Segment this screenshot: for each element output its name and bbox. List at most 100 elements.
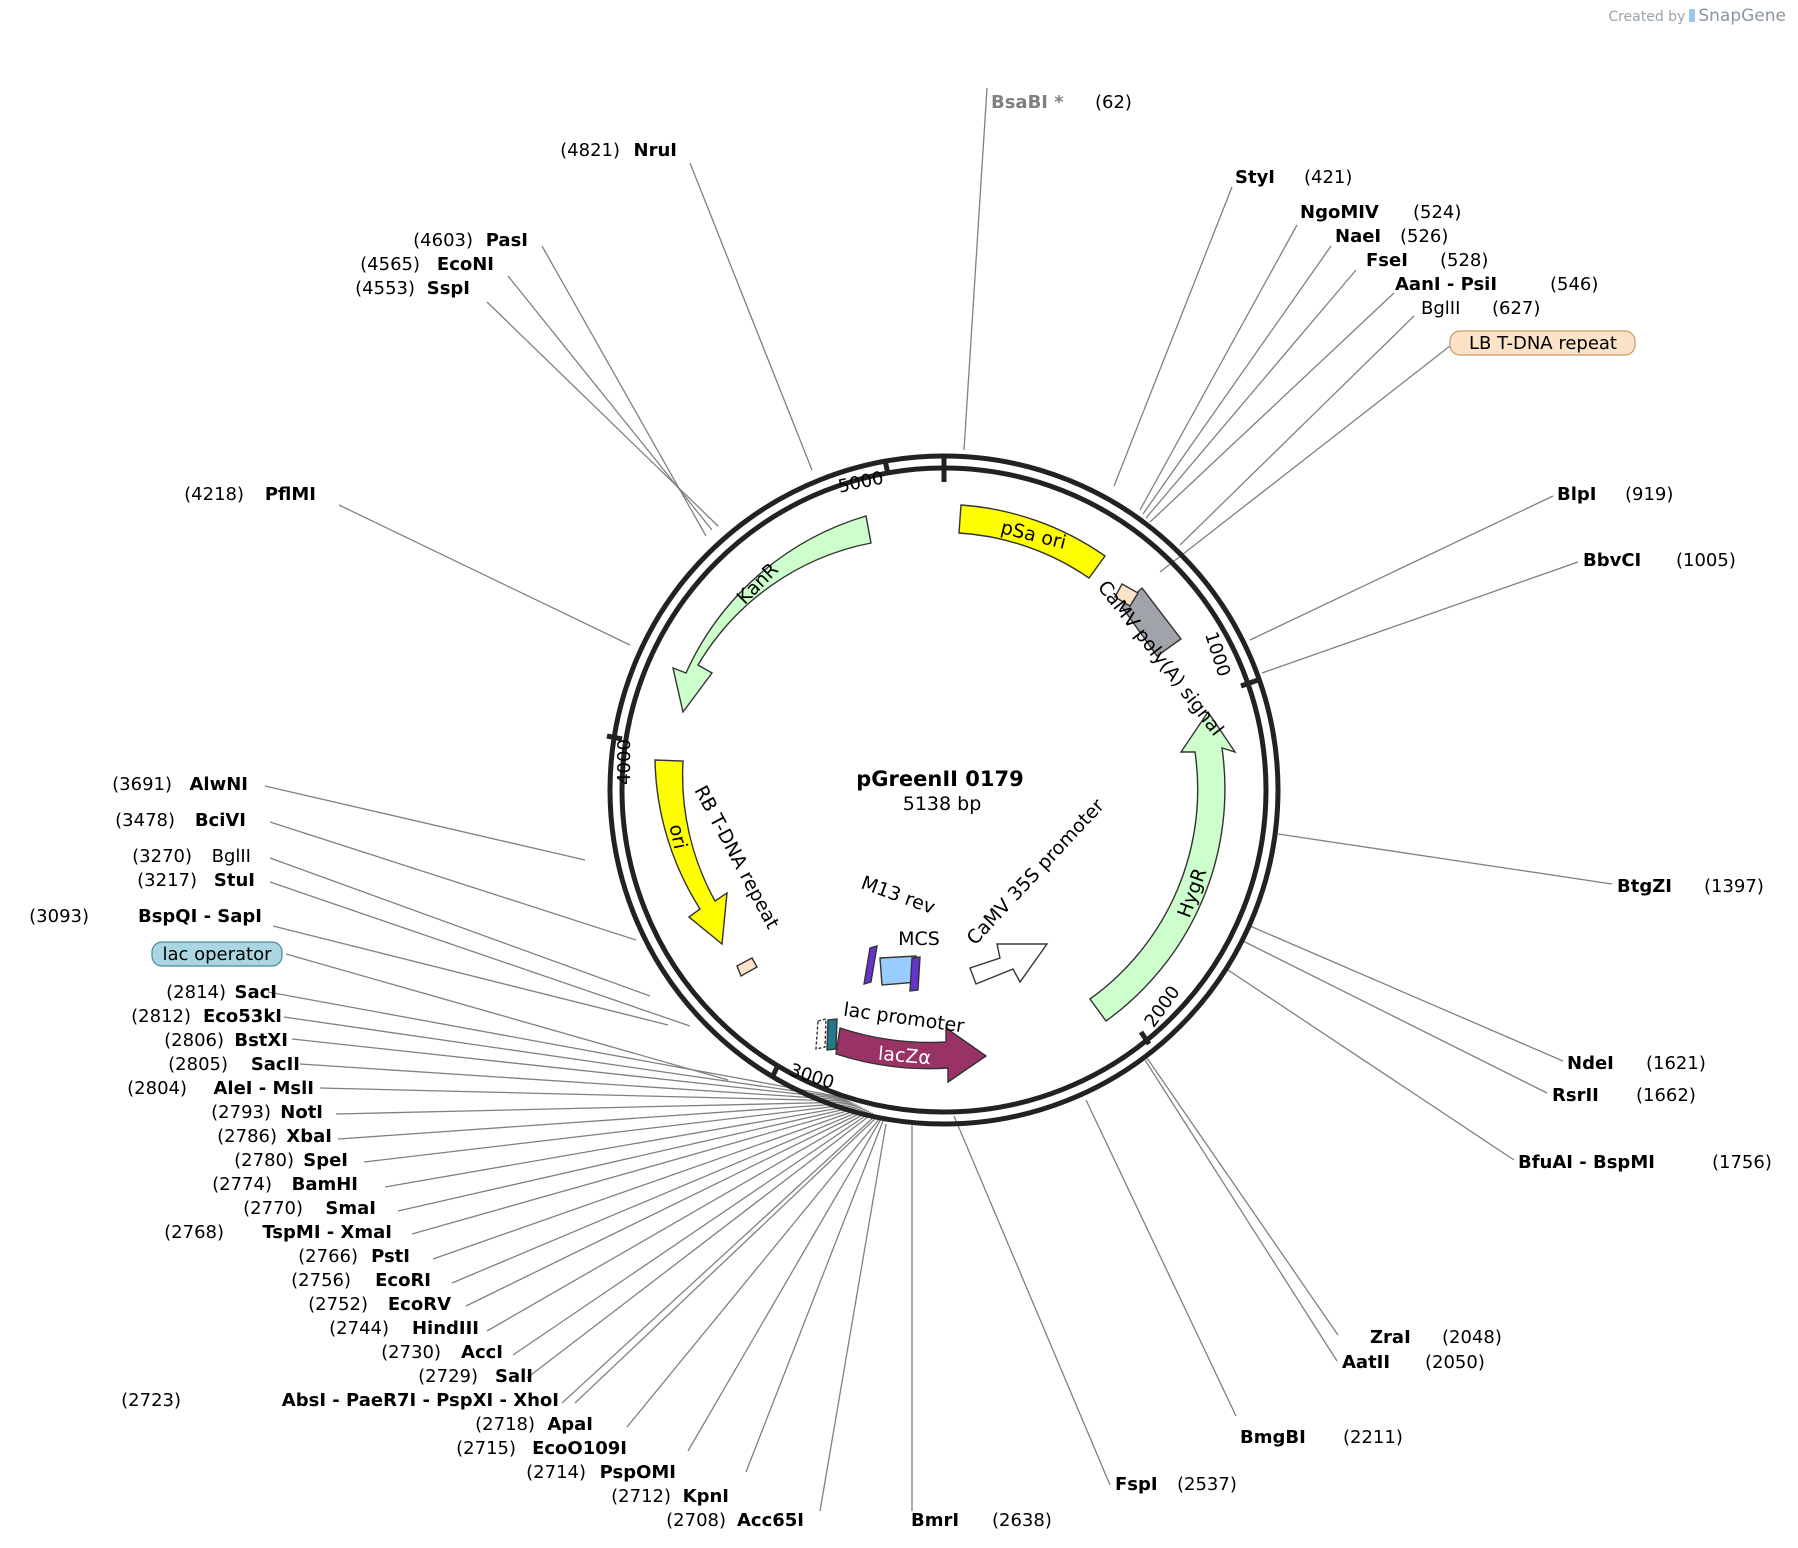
site-name: NotI	[280, 1102, 323, 1123]
site-label: BciVI(3478)	[115, 810, 246, 831]
leader-line	[1146, 1057, 1339, 1336]
site-position: (2048)	[1442, 1327, 1502, 1348]
leader-line	[291, 1038, 846, 1100]
site-position: (2786)	[217, 1126, 277, 1147]
site-name: EcoO109I	[532, 1438, 627, 1459]
site-position: (4553)	[355, 278, 415, 299]
site-label: AbsI - PaeR7I - PspXI - XhoI(2723)	[121, 1390, 559, 1411]
site-name: XbaI	[286, 1126, 332, 1147]
site-label: StyI(421)	[1235, 167, 1352, 188]
leader-line	[299, 1063, 848, 1101]
site-name: TspMI - XmaI	[262, 1222, 392, 1243]
site-name: SpeI	[303, 1150, 348, 1171]
site-name: NaeI	[1335, 226, 1381, 247]
feature-label-camv-35s: CaMV 35S promoter	[963, 795, 1109, 950]
leader-line	[689, 162, 813, 471]
site-label-lb-tdna-repeat: LB T-DNA repeat	[1449, 330, 1636, 356]
snapgene-product-name: SnapGene	[1698, 6, 1786, 26]
site-label: Eco53kI(2812)	[131, 1006, 282, 1027]
tick-4000-mark	[606, 733, 623, 742]
site-name: PflMI	[265, 484, 316, 505]
feature-label-ori: ori	[665, 822, 692, 851]
site-label: SacII(2805)	[168, 1054, 300, 1075]
site-label: EcoO109I (2715)	[456, 1438, 627, 1459]
feature-m13-fwd	[909, 956, 921, 992]
plasmid-backbone	[606, 453, 1281, 1127]
site-label: ZraI(2048)	[1370, 1327, 1502, 1348]
site-position: (3691)	[112, 774, 172, 795]
site-position: (526)	[1400, 226, 1448, 247]
leader-line	[285, 953, 729, 1081]
leader-line	[335, 1101, 852, 1115]
feature-lb-tdna-repeat	[1114, 583, 1139, 607]
site-position: (2211)	[1343, 1427, 1403, 1448]
leader-line	[384, 1104, 858, 1188]
feature-psa-ori	[958, 504, 1106, 579]
tick-1000-mark	[1240, 677, 1259, 689]
leader-line	[269, 821, 637, 941]
site-feature-name: LB T-DNA repeat	[1469, 333, 1617, 354]
site-position: (546)	[1550, 274, 1598, 295]
site-label: BspQI - SapI(3093)	[29, 906, 262, 927]
site-label: PspOMI(2714)	[526, 1462, 676, 1483]
leader-line	[1261, 561, 1579, 674]
feature-rb-tdna-repeat	[736, 957, 758, 978]
site-label: BstXI(2806)	[164, 1030, 288, 1051]
leader-line	[486, 301, 719, 527]
site-name: EcoRV	[388, 1294, 451, 1315]
site-label: BglII(627)	[1421, 298, 1540, 319]
site-label: EcoNI(4565)	[360, 254, 494, 275]
leader-line	[267, 991, 842, 1098]
leader-line	[963, 87, 988, 451]
plasmid-center: pGreenII 0179 5138 bp	[856, 767, 1023, 815]
feature-lac-promoter	[815, 1018, 827, 1050]
site-name: HindIII	[412, 1318, 479, 1339]
leader-line	[432, 1107, 864, 1260]
site-name: BmrI	[911, 1510, 959, 1531]
site-position: (2814)	[166, 982, 226, 1003]
site-label: TspMI - XmaI (2768)	[164, 1222, 392, 1243]
site-position: (2744)	[329, 1318, 389, 1339]
site-labels: BsaBI *(62) StyI(421) NgoMIV(524) NaeI(5…	[29, 92, 1772, 1531]
leader-line	[745, 1120, 884, 1473]
site-label: StuI(3217)	[137, 870, 255, 891]
site-position: (2768)	[164, 1222, 224, 1243]
site-name: NdeI	[1567, 1053, 1614, 1074]
feature-m13-rev	[863, 945, 878, 985]
site-label: HindIII (2744)	[329, 1318, 479, 1339]
site-position: (1756)	[1712, 1152, 1772, 1173]
site-name: BsaBI *	[991, 92, 1064, 113]
site-label: BlpI(919)	[1557, 484, 1673, 505]
site-name: BbvCI	[1583, 550, 1641, 571]
leader-line	[272, 925, 669, 1026]
site-label: BsaBI *(62)	[991, 92, 1132, 113]
site-label: FspI(2537)	[1115, 1474, 1237, 1495]
feature-ori	[654, 759, 728, 946]
leader-line	[626, 1117, 881, 1428]
site-label: EcoRV(2752)	[308, 1294, 451, 1315]
site-name: SacI	[235, 982, 277, 1003]
site-position: (2770)	[243, 1198, 303, 1219]
site-position: (3217)	[137, 870, 197, 891]
leader-line	[1249, 495, 1554, 641]
site-position: (2712)	[611, 1486, 671, 1507]
leader-line	[269, 857, 651, 997]
site-label: BamHI(2774)	[212, 1174, 358, 1195]
site-name: BmgBI	[1240, 1427, 1306, 1448]
site-name: EcoRI	[375, 1270, 431, 1291]
site-position: (528)	[1440, 250, 1488, 271]
leader-line	[1113, 186, 1233, 487]
feature-hygr	[1089, 710, 1237, 1022]
site-position: (1621)	[1646, 1053, 1706, 1074]
site-label: AatII(2050)	[1342, 1352, 1485, 1373]
leader-line	[397, 1105, 860, 1212]
leader-line	[819, 1123, 887, 1512]
site-position: (2805)	[168, 1054, 228, 1075]
site-label: BbvCI(1005)	[1583, 550, 1736, 571]
site-label: NaeI (526)	[1335, 226, 1448, 247]
site-label: NdeI (1621)	[1567, 1053, 1706, 1074]
site-label: SalI(2729)	[418, 1366, 533, 1387]
site-position: (2715)	[456, 1438, 516, 1459]
